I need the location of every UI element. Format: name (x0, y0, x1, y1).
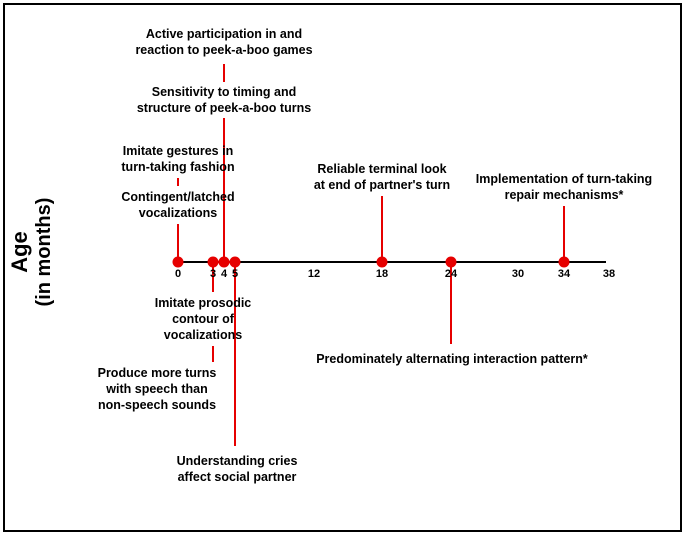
tick-label-4: 4 (220, 268, 228, 280)
marker-34 (558, 256, 570, 268)
tick-label-34: 34 (557, 268, 571, 280)
tick-label-18: 18 (375, 268, 389, 280)
axis-title-line2: (in months) (33, 197, 55, 307)
marker-18 (376, 256, 388, 268)
marker-5 (229, 256, 241, 268)
tick-label-30: 30 (511, 268, 525, 280)
milestone-terminal-look: Reliable terminal look at end of partner… (313, 162, 451, 192)
tick-label-38: 38 (602, 268, 616, 280)
tick-label-0: 0 (174, 268, 182, 280)
axis-title: Age (in months) (7, 182, 56, 322)
milestone-contingent-vocalizations: Contingent/latched vocalizations (121, 190, 235, 220)
tick-label-24: 24 (444, 268, 458, 280)
tick-label-5: 5 (231, 268, 239, 280)
tick-label-12: 12 (307, 268, 321, 280)
milestone-alternating-pattern: Predominately alternating interaction pa… (316, 352, 588, 366)
milestone-more-turns-speech: Produce more turns with speech than non-… (97, 366, 217, 412)
milestone-repair-mechanisms: Implementation of turn-taking repair mec… (475, 172, 653, 202)
milestone-prosodic-contour: Imitate prosodic contour of vocalization… (154, 296, 252, 342)
tick-label-3: 3 (209, 268, 217, 280)
figure-frame (3, 3, 682, 532)
milestone-peekaboo-timing: Sensitivity to timing and structure of p… (136, 85, 312, 115)
axis-title-line1: Age (7, 231, 32, 273)
milestone-peekaboo-participation: Active participation in and reaction to … (135, 27, 313, 57)
marker-24 (445, 256, 457, 268)
marker-3 (207, 256, 219, 268)
milestone-understanding-cries: Understanding cries affect social partne… (176, 454, 298, 484)
milestone-imitate-gestures: Imitate gestures in turn-taking fashion (121, 144, 235, 174)
marker-4 (218, 256, 230, 268)
marker-0 (172, 256, 184, 268)
